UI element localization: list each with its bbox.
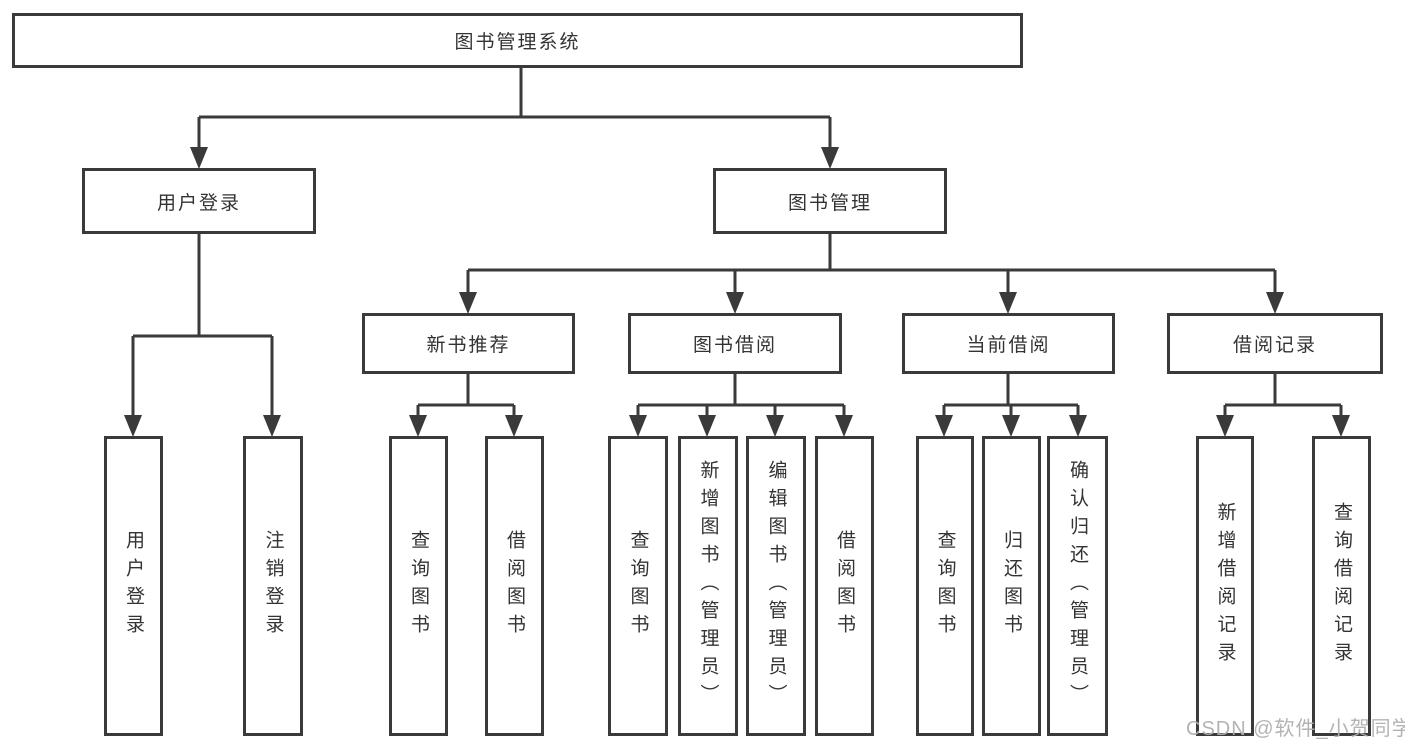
leaf-borrow-borrow-book: 借阅图书 <box>815 436 874 736</box>
leaf-borrow-query-book: 查询图书 <box>608 436 668 736</box>
arrowhead-icon <box>459 292 477 314</box>
arrowhead-icon <box>629 415 647 437</box>
arrowhead-icon <box>1002 415 1020 437</box>
connector-recommend-to-leaves <box>416 374 516 419</box>
arrowhead-icon <box>1216 415 1234 437</box>
node-label: 注销登录 <box>262 530 284 642</box>
connector-borrow-to-leaves <box>636 374 846 419</box>
arrowhead-icon <box>190 147 208 169</box>
node-label: 借阅图书 <box>504 530 525 642</box>
arrowhead-icon <box>999 292 1017 314</box>
node-current-borrowing: 当前借阅 <box>902 313 1115 374</box>
node-root-system: 图书管理系统 <box>12 13 1023 68</box>
connector-current-to-leaves <box>942 374 1080 419</box>
leaf-current-confirm-return-admin: 确认归还（管理员） <box>1047 436 1108 736</box>
node-label: 新增图书（管理员） <box>697 460 719 712</box>
arrowhead-icon <box>935 415 953 437</box>
node-borrowing-records: 借阅记录 <box>1167 313 1383 374</box>
node-book-management-branch: 图书管理 <box>713 168 947 234</box>
arrowhead-icon <box>1266 292 1284 314</box>
node-label: 新书推荐 <box>426 335 511 356</box>
node-label: 确认归还（管理员） <box>1067 460 1088 712</box>
arrowhead-icon <box>263 415 281 437</box>
leaf-user-login: 用户登录 <box>104 436 163 736</box>
node-label: 图书管理系统 <box>454 32 581 53</box>
arrowhead-icon <box>766 415 784 437</box>
node-label: 查询图书 <box>934 530 956 642</box>
leaf-borrow-edit-book-admin: 编辑图书（管理员） <box>746 436 806 736</box>
arrowhead-icon <box>124 415 142 437</box>
csdn-watermark: CSDN @软件_小贺同学 <box>1186 718 1405 740</box>
node-label: 图书借阅 <box>692 335 777 356</box>
arrowhead-icon <box>409 415 427 437</box>
node-label: 用户登录 <box>156 192 241 214</box>
node-user-login-branch: 用户登录 <box>82 168 316 234</box>
leaf-borrow-add-book-admin: 新增图书（管理员） <box>678 436 738 736</box>
arrowhead-icon <box>698 415 716 437</box>
leaf-records-query-record: 查询借阅记录 <box>1312 436 1371 736</box>
arrowhead-icon <box>1069 415 1087 437</box>
connector-login-to-leaves <box>131 234 274 419</box>
node-label: 新增借阅记录 <box>1214 502 1236 670</box>
node-label: 查询图书 <box>408 530 429 642</box>
node-label: 用户登录 <box>123 530 144 642</box>
arrowhead-icon <box>726 292 744 314</box>
node-label: 图书管理 <box>787 192 872 214</box>
arrowhead-icon <box>835 415 853 437</box>
node-book-borrowing: 图书借阅 <box>628 313 842 374</box>
leaf-recommend-borrow-book: 借阅图书 <box>485 436 544 736</box>
arrowhead-icon <box>821 147 839 169</box>
node-label: 查询图书 <box>627 530 649 642</box>
leaf-current-return-book: 归还图书 <box>982 436 1041 736</box>
leaf-current-query-book: 查询图书 <box>916 436 974 736</box>
node-label: 借阅记录 <box>1232 335 1317 356</box>
leaf-records-add-record: 新增借阅记录 <box>1196 436 1254 736</box>
connector-mgmt-to-level3 <box>466 234 1277 296</box>
arrowhead-icon <box>505 415 523 437</box>
node-new-book-recommend: 新书推荐 <box>362 313 575 374</box>
connector-records-to-leaves <box>1223 374 1343 419</box>
arrowheads <box>124 147 1350 437</box>
node-label: 归还图书 <box>1001 530 1022 642</box>
node-label: 当前借阅 <box>966 335 1051 356</box>
connector-root-to-level2 <box>197 68 832 151</box>
node-label: 查询借阅记录 <box>1331 502 1352 670</box>
leaf-recommend-query-book: 查询图书 <box>389 436 448 736</box>
arrowhead-icon <box>1332 415 1350 437</box>
node-label: 借阅图书 <box>834 530 855 642</box>
leaf-logout: 注销登录 <box>243 436 303 736</box>
node-label: 编辑图书（管理员） <box>765 460 787 712</box>
